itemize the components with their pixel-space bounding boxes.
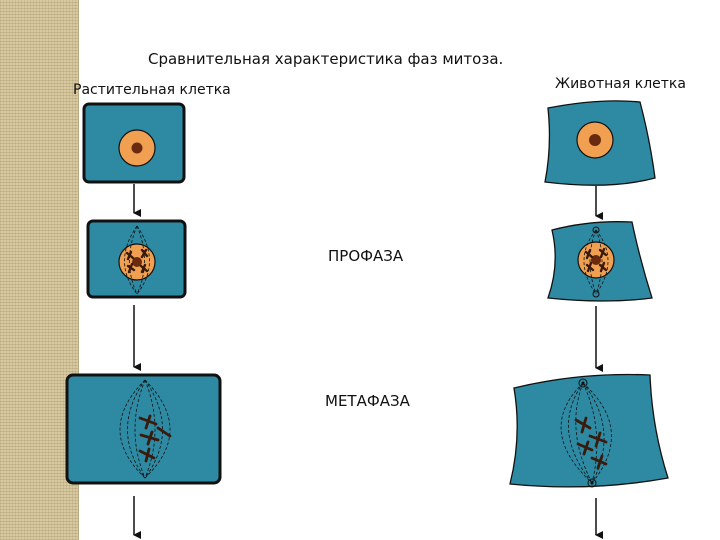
plant-prophase-spindle <box>124 225 150 295</box>
prophase-label: ПРОФАЗА <box>328 247 404 265</box>
animal-cell-metaphase <box>509 373 669 488</box>
decorative-sidebar <box>0 0 79 540</box>
animal-nucleolus <box>589 134 601 146</box>
animal-centriole-bottom <box>592 290 600 298</box>
animal-metaphase-chromosomes <box>574 416 608 470</box>
animal-cell-interphase <box>544 100 656 186</box>
plant-metaphase-chromosomes <box>138 414 172 463</box>
animal-prophase-chromosomes <box>584 247 608 273</box>
animal-metaphase-centriole-bottom <box>587 478 597 488</box>
plant-metaphase-spindle <box>119 379 171 479</box>
plant-nucleolus <box>131 142 143 154</box>
animal-metaphase-centriole-top <box>578 378 588 388</box>
plant-cell-label: Растительная клетка <box>73 82 231 98</box>
metaphase-label: МЕТАФАЗА <box>325 392 410 410</box>
plant-prophase-chromosomes <box>125 248 149 274</box>
plant-cell-interphase <box>82 102 186 184</box>
animal-metaphase-spindle <box>560 382 612 484</box>
animal-prophase-spindle <box>583 229 609 295</box>
animal-cell-prophase <box>547 221 653 302</box>
page-title: Сравнительная характеристика фаз митоза. <box>148 50 504 68</box>
plant-cell-metaphase <box>65 373 222 485</box>
plant-cell-prophase <box>86 219 187 299</box>
animal-centriole-top <box>592 226 600 234</box>
animal-cell-label: Животная клетка <box>555 76 686 92</box>
